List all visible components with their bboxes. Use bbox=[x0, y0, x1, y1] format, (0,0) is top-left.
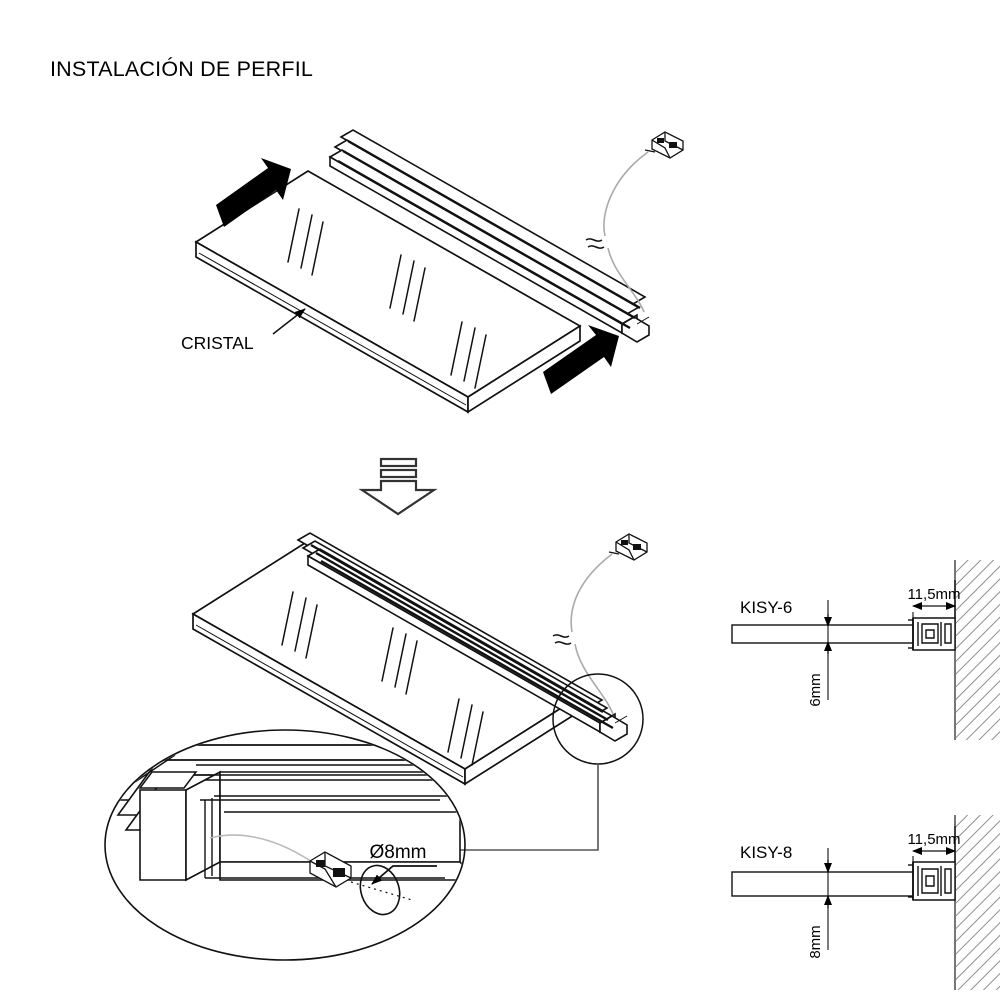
thickness-dimension-kisy-6: 6mm bbox=[807, 600, 832, 707]
offset-label-kisy-6: 11,5mm bbox=[907, 586, 960, 603]
section-profile bbox=[908, 617, 956, 651]
down-arrow-icon bbox=[358, 457, 438, 516]
section-kisy-6: KISY-6 6mm 11,5mm bbox=[731, 560, 1000, 740]
wall-hatch-icon bbox=[954, 560, 1000, 740]
thickness-dimension-kisy-8: 8mm bbox=[807, 848, 832, 959]
section-code-kisy-6: KISY-6 bbox=[740, 598, 792, 617]
detail-enlargement: Ø8mm bbox=[104, 729, 466, 961]
detail-lead-wire bbox=[209, 834, 313, 863]
detail-connector-plug-icon bbox=[309, 851, 352, 888]
connector-lead-wire bbox=[603, 151, 649, 313]
assembled-lead-wire bbox=[570, 553, 614, 715]
offset-dimension-kisy-8: 11,5mm bbox=[907, 826, 961, 876]
offset-dimension-kisy-6: 11,5mm bbox=[907, 580, 961, 630]
wire-break-symbol bbox=[585, 238, 605, 249]
glass-panel bbox=[194, 170, 582, 414]
glass-shine-marks bbox=[287, 208, 487, 389]
thickness-label-kisy-6: 6mm bbox=[807, 673, 824, 706]
section-profile-2 bbox=[908, 861, 956, 901]
section-code-kisy-8: KISY-8 bbox=[740, 843, 792, 862]
assembled-glass-shine-marks bbox=[281, 591, 484, 766]
connector-plug-icon bbox=[644, 131, 684, 159]
aluminium-profile bbox=[328, 129, 650, 343]
section-glass-pane bbox=[731, 624, 923, 644]
wall-hatch-icon-2 bbox=[954, 815, 1000, 990]
diameter-label: Ø8mm bbox=[370, 842, 427, 863]
assembled-connector-plug-icon bbox=[608, 533, 648, 561]
hole-ellipse-icon bbox=[350, 864, 413, 916]
cristal-label: CRISTAL bbox=[181, 333, 254, 353]
profile-seam-lines bbox=[337, 139, 641, 330]
step2-assembled-view bbox=[191, 532, 648, 851]
detail-profile-geometry bbox=[108, 744, 464, 882]
insertion-arrow-bottom bbox=[543, 325, 619, 394]
offset-label-kisy-8: 11,5mm bbox=[907, 831, 960, 848]
assembled-glass-panel bbox=[191, 542, 579, 786]
section-glass-pane-2 bbox=[731, 871, 923, 897]
section-kisy-8: KISY-8 8mm 11,5mm bbox=[731, 815, 1000, 990]
assembled-profile-seam-lines bbox=[310, 543, 614, 730]
thickness-label-kisy-8: 8mm bbox=[807, 925, 824, 958]
insertion-arrow-top bbox=[216, 158, 291, 227]
diameter-callout: Ø8mm bbox=[370, 842, 437, 885]
page-title: INSTALACIÓN DE PERFIL bbox=[50, 57, 314, 81]
step1-exploded-view: CRISTAL bbox=[181, 129, 684, 414]
assembled-wire-break-symbol bbox=[552, 634, 572, 645]
cristal-callout: CRISTAL bbox=[181, 308, 306, 353]
